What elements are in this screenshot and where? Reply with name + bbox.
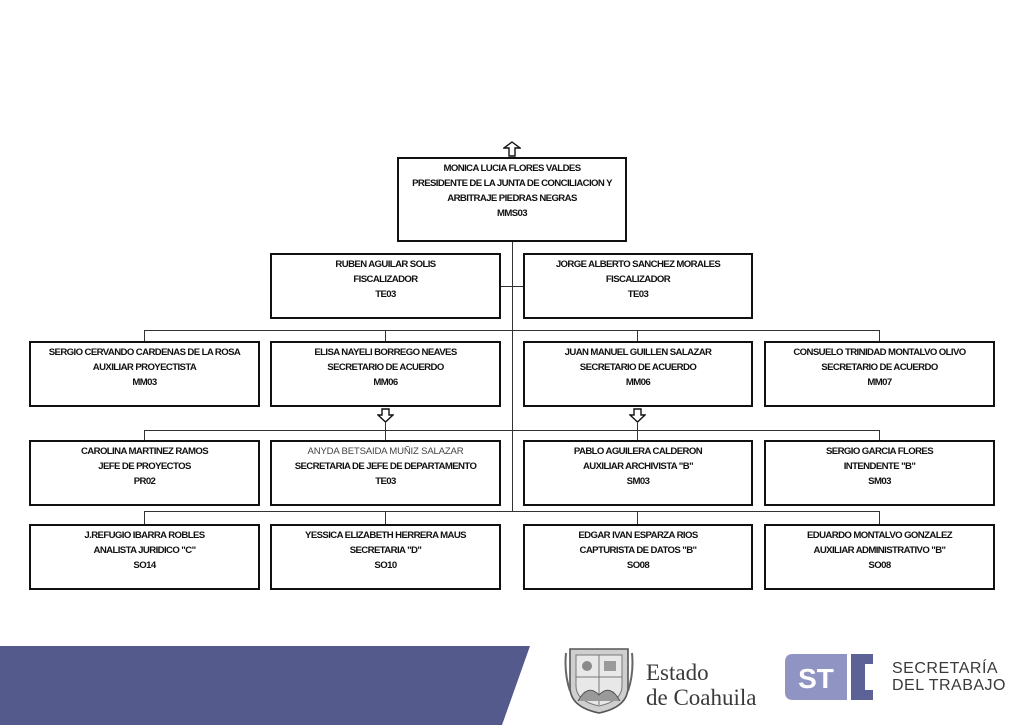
connector-level3-drop-2 — [385, 423, 386, 441]
employee-name: JUAN MANUEL GUILLEN SALAZAR — [564, 347, 712, 358]
employee-code: SO08 — [626, 560, 650, 571]
employee-code: TE03 — [375, 476, 396, 487]
connector-level1 — [500, 286, 524, 287]
position-box-level4-4: EDUARDO MONTALVO GONZALEZ AUXILIAR ADMIN… — [764, 524, 995, 590]
employee-code: SM03 — [626, 476, 650, 487]
employee-title: CAPTURISTA DE DATOS "B" — [579, 545, 698, 556]
employee-code: TE03 — [375, 289, 396, 300]
coahuila-line1: Estado — [646, 660, 709, 685]
position-box-level2-4: CONSUELO TRINIDAD MONTALVO OLIVO SECRETA… — [764, 341, 995, 407]
down-arrow-icon-left — [377, 408, 394, 423]
connector-level3-drop-3 — [637, 423, 638, 441]
connector-level2-drop-3 — [637, 330, 638, 342]
st-badge-text: ST — [798, 663, 834, 694]
employee-name: SERGIO CERVANDO CARDENAS DE LA ROSA — [48, 347, 241, 358]
employee-code: MM07 — [867, 377, 892, 388]
st-line1: SECRETARÍA — [892, 660, 999, 677]
employee-title: FISCALIZADOR — [353, 274, 418, 285]
employee-title: SECRETARIO DE ACUERDO — [821, 362, 938, 373]
employee-name: J.REFUGIO IBARRA ROBLES — [84, 530, 205, 541]
connector-level4-drop-3 — [637, 511, 638, 525]
secretaria-trabajo-wordmark: SECRETARÍA DEL TRABAJO — [892, 660, 1006, 694]
employee-title: AUXILIAR ARCHIVISTA "B" — [582, 461, 694, 472]
employee-name: JORGE ALBERTO SANCHEZ MORALES — [555, 259, 721, 270]
connector-level3-drop-1 — [144, 430, 145, 441]
position-box-level4-3: EDGAR IVAN ESPARZA RIOS CAPTURISTA DE DA… — [523, 524, 753, 590]
connector-level4 — [144, 511, 880, 512]
employee-code: MM06 — [373, 377, 398, 388]
connector-level4-drop-1 — [144, 511, 145, 525]
coahuila-line2: de Coahuila — [646, 685, 757, 710]
employee-code: SO14 — [133, 560, 156, 571]
employee-code: SM03 — [868, 476, 891, 487]
employee-name: CAROLINA MARTINEZ RAMOS — [80, 446, 209, 457]
employee-title: SECRETARIA DE JEFE DE DEPARTAMENTO — [294, 461, 477, 472]
connector-level2-drop-4 — [879, 330, 880, 342]
director-title-line1: PRESIDENTE DE LA JUNTA DE CONCILIACION Y — [412, 178, 612, 189]
employee-name: SERGIO GARCIA FLORES — [825, 446, 934, 457]
director-title-line2: ARBITRAJE PIEDRAS NEGRAS — [447, 193, 577, 204]
up-arrow-icon — [503, 141, 521, 157]
connector-level2-drop-1 — [144, 330, 145, 342]
employee-title: JEFE DE PROYECTOS — [98, 461, 191, 472]
employee-title: FISCALIZADOR — [605, 274, 671, 285]
employee-code: SO08 — [868, 560, 891, 571]
employee-code: MM06 — [625, 377, 651, 388]
employee-name: PABLO AGUILERA CALDERON — [573, 446, 703, 457]
connector-level2-drop-2 — [385, 330, 386, 342]
employee-title: ANALISTA JURIDICO "C" — [93, 545, 196, 556]
connector-level3-drop-4 — [879, 430, 880, 441]
director-name: MONICA LUCIA FLORES VALDES — [443, 163, 581, 174]
director-code: MMS03 — [496, 208, 528, 219]
st-line2: DEL TRABAJO — [892, 677, 1006, 694]
position-box-level3-4: SERGIO GARCIA FLORES INTENDENTE "B" SM03 — [764, 440, 995, 506]
connector-level4-drop-2 — [385, 511, 386, 525]
employee-title: SECRETARIO DE ACUERDO — [327, 362, 444, 373]
employee-title: AUXILIAR PROYECTISTA — [92, 362, 197, 373]
footer-band — [0, 646, 530, 725]
employee-name: CONSUELO TRINIDAD MONTALVO OLIVO — [793, 347, 966, 358]
employee-name: RUBEN AGUILAR SOLIS — [335, 259, 436, 270]
employee-code: SO10 — [374, 560, 397, 571]
employee-name: EDUARDO MONTALVO GONZALEZ — [806, 530, 953, 541]
connector-level2 — [144, 330, 880, 331]
employee-title: SECRETARIA "D" — [349, 545, 422, 556]
director-box: MONICA LUCIA FLORES VALDES PRESIDENTE DE… — [397, 157, 627, 242]
position-box-level3-3: PABLO AGUILERA CALDERON AUXILIAR ARCHIVI… — [523, 440, 753, 506]
position-box-level3-2: ANYDA BETSAIDA MUÑIZ SALAZAR SECRETARIA … — [270, 440, 501, 506]
employee-name: ANYDA BETSAIDA MUÑIZ SALAZAR — [307, 446, 464, 457]
employee-title: AUXILIAR ADMINISTRATIVO "B" — [813, 545, 946, 556]
position-box-level1-2: JORGE ALBERTO SANCHEZ MORALES FISCALIZAD… — [523, 253, 753, 319]
position-box-level2-3: JUAN MANUEL GUILLEN SALAZAR SECRETARIO D… — [523, 341, 753, 407]
connector-level4-drop-4 — [879, 511, 880, 525]
secretaria-trabajo-logo-icon: ST — [785, 654, 873, 700]
position-box-level4-1: J.REFUGIO IBARRA ROBLES ANALISTA JURIDIC… — [29, 524, 260, 590]
employee-name: ELISA NAYELI BORREGO NEAVES — [314, 347, 457, 358]
position-box-level2-1: SERGIO CERVANDO CARDENAS DE LA ROSA AUXI… — [29, 341, 260, 407]
position-box-level2-2: ELISA NAYELI BORREGO NEAVES SECRETARIO D… — [270, 341, 501, 407]
employee-code: MM03 — [132, 377, 157, 388]
employee-title: INTENDENTE "B" — [843, 461, 916, 472]
coahuila-shield-icon — [564, 648, 634, 714]
coahuila-wordmark: Estado de Coahuila — [646, 660, 757, 710]
down-arrow-icon-right — [629, 408, 646, 423]
employee-name: YESSICA ELIZABETH HERRERA MAUS — [305, 530, 467, 541]
position-box-level3-1: CAROLINA MARTINEZ RAMOS JEFE DE PROYECTO… — [29, 440, 260, 506]
employee-name: EDGAR IVAN ESPARZA RIOS — [578, 530, 698, 541]
position-box-level4-2: YESSICA ELIZABETH HERRERA MAUS SECRETARI… — [270, 524, 501, 590]
employee-code: PR02 — [133, 476, 156, 487]
position-box-level1-1: RUBEN AGUILAR SOLIS FISCALIZADOR TE03 — [270, 253, 501, 319]
connector-level3 — [144, 430, 880, 431]
employee-code: TE03 — [627, 289, 649, 300]
connector-main-trunk — [512, 241, 513, 511]
employee-title: SECRETARIO DE ACUERDO — [579, 362, 697, 373]
